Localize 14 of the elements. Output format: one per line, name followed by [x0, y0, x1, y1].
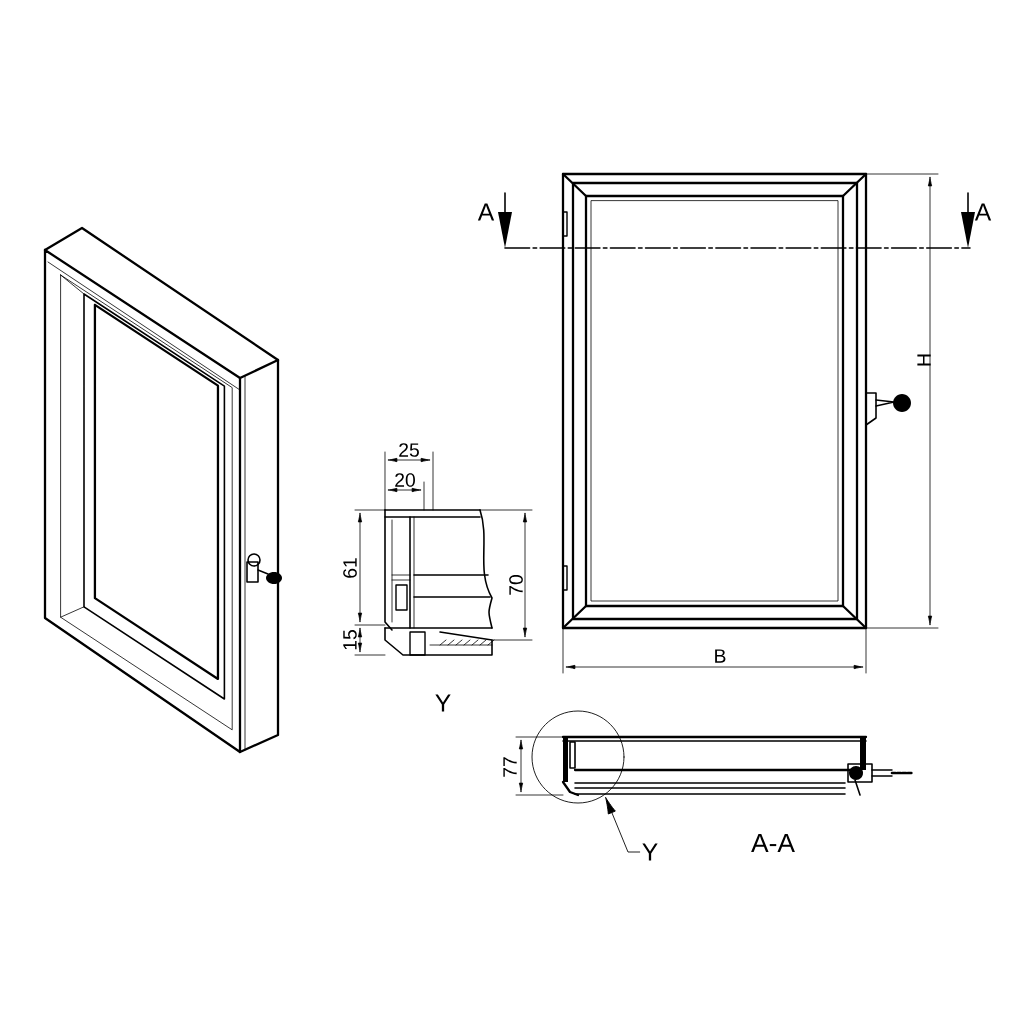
view-label: A-A — [751, 833, 795, 853]
dimension-label: 20 — [395, 473, 415, 487]
dimension-label: 15 — [343, 630, 357, 650]
dimension-label: B — [715, 649, 726, 663]
view-label: A — [974, 203, 992, 221]
leader-line — [605, 797, 641, 853]
detail-label: Y — [642, 843, 658, 861]
detail-circle — [531, 710, 625, 804]
view-label: A — [477, 203, 495, 221]
dimension-label: 25 — [399, 443, 419, 457]
view-label: Y — [435, 694, 451, 712]
dimension-label: 70 — [509, 575, 523, 595]
dimension-label: 61 — [343, 558, 357, 578]
dimension-label: H — [917, 354, 931, 366]
